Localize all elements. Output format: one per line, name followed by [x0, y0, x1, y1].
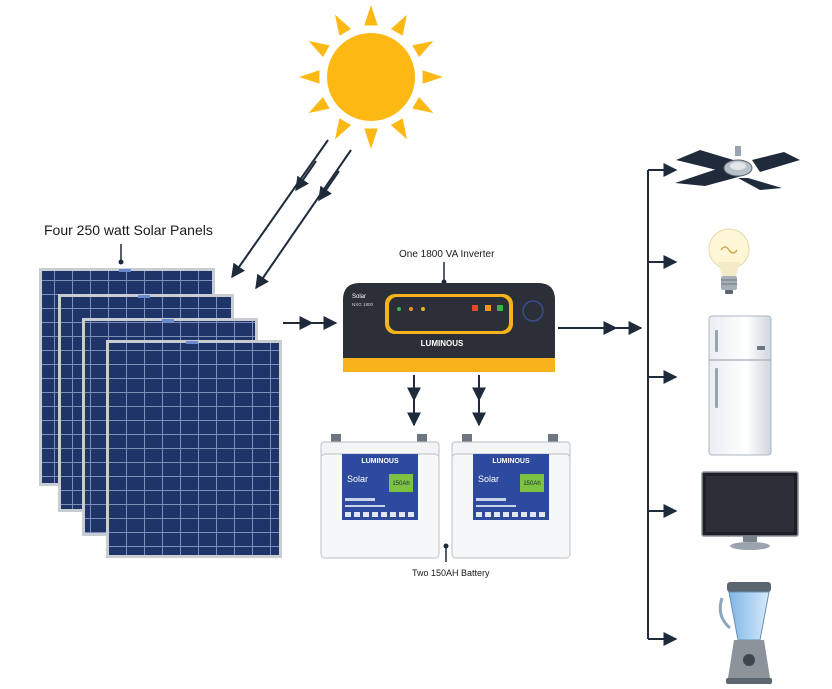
sun-ray: [412, 96, 434, 113]
sunlight-arrow: [231, 139, 329, 279]
battery-icon: LUMINOUS Solar 150Ah: [320, 434, 440, 559]
inverter: Solar NXG 1800 LUMINOUS: [343, 283, 555, 372]
battery-brand: LUMINOUS: [361, 458, 399, 465]
sun-ray: [308, 96, 330, 113]
sun-icon: [299, 5, 443, 149]
sun-ray: [335, 14, 352, 36]
sun-ray: [390, 118, 407, 140]
inverter-model: NXG 1800: [352, 302, 374, 307]
sunlight-arrow-head: [318, 170, 340, 202]
battery-capacity: 150Ah: [392, 481, 409, 487]
sun-ray: [412, 41, 434, 58]
blender-icon: [718, 582, 772, 684]
batteries: LUMINOUS Solar 150Ah LUMINOUS Solar 150Ah: [320, 434, 571, 559]
inverter-brand: LUMINOUS: [421, 339, 464, 348]
solar-panels: [39, 268, 282, 558]
inverter-indicator-lights: [397, 305, 503, 311]
sunlight-arrows: [231, 139, 352, 290]
inverter-pointer: [441, 262, 447, 285]
sun-ray: [335, 118, 352, 140]
television-icon: [701, 471, 799, 550]
battery-brand: LUMINOUS: [492, 458, 530, 465]
panels-pointer: [118, 244, 124, 265]
light-bulb-icon: [708, 228, 750, 294]
inverter-power-knob: [522, 300, 544, 322]
inverter-label: One 1800 VA Inverter: [399, 249, 495, 260]
sun-ray: [364, 5, 378, 26]
refrigerator-icon: [708, 315, 772, 456]
panels-label: Four 250 watt Solar Panels: [44, 222, 213, 238]
battery-icon: LUMINOUS Solar 150Ah: [451, 434, 571, 559]
distribution-bus: [647, 163, 678, 646]
battery-logo: Solar: [347, 474, 368, 484]
sun-ray: [390, 14, 407, 36]
battery-capacity: 150Ah: [523, 481, 540, 487]
inverter-logo: Solar: [352, 294, 366, 300]
sunlight-arrow: [255, 149, 352, 290]
battery-logo: Solar: [478, 474, 499, 484]
sunlight-arrow-head: [295, 160, 317, 192]
sun-ray: [364, 128, 378, 149]
battery-pointer: [443, 543, 449, 562]
ceiling-fan-icon: [675, 146, 800, 190]
battery-label: Two 150AH Battery: [412, 568, 490, 578]
solar-panel: [106, 340, 282, 558]
sun-ray: [422, 70, 443, 84]
sun-ray: [308, 41, 330, 58]
sun-ray: [299, 70, 320, 84]
